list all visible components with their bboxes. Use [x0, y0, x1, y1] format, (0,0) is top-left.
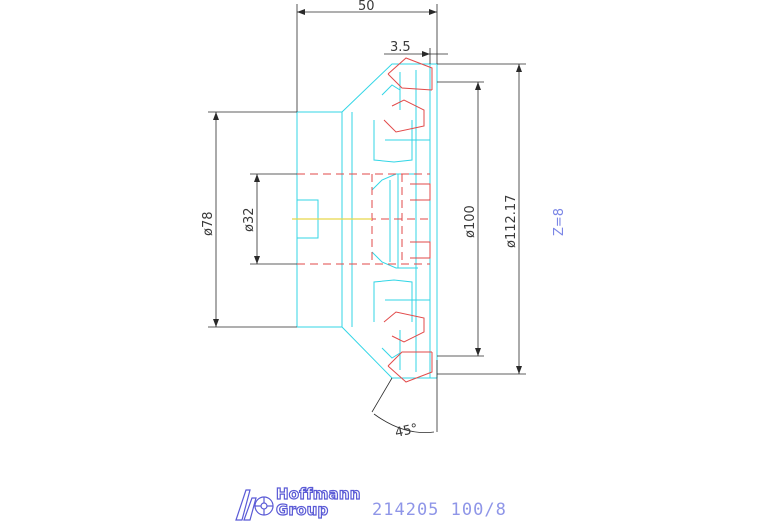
bore-diameter-label: ø32 [242, 208, 257, 233]
angle-dimension-label: 45° [394, 421, 420, 440]
pitch-diameter-label: ø100 [463, 205, 478, 238]
company-logo: Hoffmann Group [232, 484, 372, 521]
tool-body-outline [296, 63, 438, 379]
brand-name-line2: Group [275, 501, 329, 519]
part-number: 214205 100/8 [372, 500, 507, 520]
offset-dimension-label: 3.5 [390, 40, 411, 55]
teeth-count-label: Z=8 [552, 208, 567, 236]
outer-diameter-label: ø78 [201, 212, 216, 237]
tip-diameter-label: ø112.17 [504, 195, 519, 248]
brand-name-line1: Hoffmann [275, 485, 361, 503]
dimension-arrows [213, 9, 522, 374]
cutting-edges [383, 57, 433, 383]
length-dimension-label: 50 [358, 0, 375, 14]
dimension-lines [208, 4, 526, 433]
brand-name: Hoffmann Group [275, 485, 361, 519]
hoffmann-logo-icon [235, 489, 274, 521]
